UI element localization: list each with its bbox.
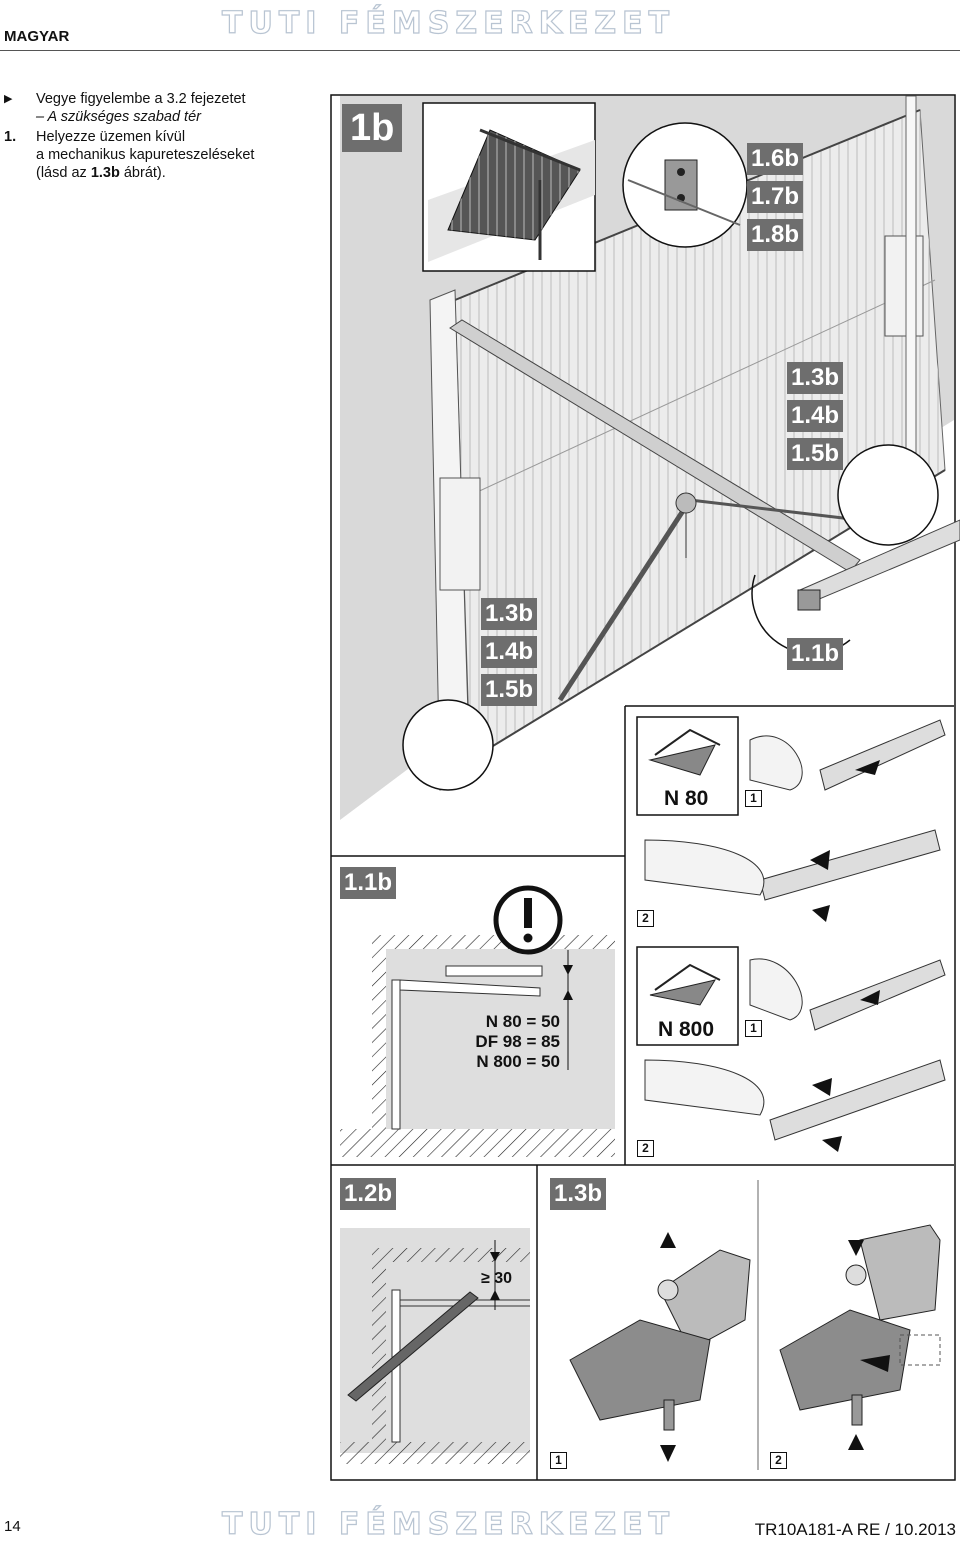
rail-detail-drawings bbox=[636, 716, 946, 1152]
figure-label-1b: 1b bbox=[342, 104, 403, 152]
detail-circle-right bbox=[837, 444, 939, 546]
step-box-1-n800: 1 bbox=[745, 1020, 762, 1037]
figure-frame bbox=[330, 94, 956, 1481]
callout-label-1-6b: 1.6b bbox=[747, 143, 804, 175]
n800-label: N 800 bbox=[658, 1018, 715, 1041]
callout-left-1-4b: 1.4b bbox=[481, 636, 538, 668]
bullet-arrow-icon: ▶ bbox=[4, 93, 13, 105]
bullet-line-2: – A szükséges szabad tér bbox=[36, 109, 201, 125]
detail-circle-left bbox=[402, 699, 494, 791]
callout-right-1-4b: 1.4b bbox=[787, 400, 844, 432]
panel-label-1-2b: 1.2b bbox=[340, 1178, 397, 1210]
panel-label-1-1b: 1.1b bbox=[340, 867, 397, 899]
callout-left-1-3b: 1.3b bbox=[481, 598, 538, 630]
step-box-1-n80: 1 bbox=[745, 790, 762, 807]
bullet-item: ▶ Vegye figyelembe a 3.2 fejezetet – A s… bbox=[4, 90, 322, 126]
panel-1-3b bbox=[569, 1224, 941, 1462]
n80-label: N 80 bbox=[664, 787, 709, 810]
figure-ref: 1.3b bbox=[90, 165, 120, 181]
bullet-line-1: Vegye figyelembe a 3.2 fejezetet bbox=[36, 91, 246, 107]
document-code: TR10A181-A RE / 10.2013 bbox=[754, 1520, 956, 1539]
page-number: 14 bbox=[4, 1518, 21, 1535]
step-box-2-n800: 2 bbox=[637, 1140, 654, 1157]
step-item: 1. Helyezze üzemen kívül a mechanikus ka… bbox=[4, 128, 322, 182]
measure-df98: DF 98 = 85 bbox=[475, 1032, 560, 1051]
measure-min-30: ≥ 30 bbox=[480, 1270, 512, 1287]
footer-brand-watermark: TUTI FÉMSZERKEZET bbox=[221, 1506, 676, 1542]
step-line-3: (lásd az 1.3b ábrát). bbox=[36, 165, 166, 181]
garage-thumbnail bbox=[422, 102, 596, 272]
header-rule bbox=[0, 50, 960, 51]
callout-label-1-8b: 1.8b bbox=[747, 219, 804, 251]
clearance-measurements: N 80 = 50 DF 98 = 85 N 800 = 50 bbox=[430, 1012, 560, 1072]
panel-1-1b bbox=[331, 705, 954, 1165]
language-label: MAGYAR bbox=[4, 28, 70, 45]
step-box-1-lock: 1 bbox=[550, 1452, 567, 1469]
callout-right-1-3b: 1.3b bbox=[787, 362, 844, 394]
panel-label-1-3b: 1.3b bbox=[550, 1178, 607, 1210]
step-box-2-lock: 2 bbox=[770, 1452, 787, 1469]
callout-left-1-5b: 1.5b bbox=[481, 674, 538, 706]
step-number: 1. bbox=[4, 129, 17, 145]
step-box-2-n80: 2 bbox=[637, 910, 654, 927]
callout-rail-1-1b: 1.1b bbox=[787, 638, 844, 670]
measure-n800: N 800 = 50 bbox=[476, 1052, 560, 1071]
callout-right-1-5b: 1.5b bbox=[787, 438, 844, 470]
callout-label-1-7b: 1.7b bbox=[747, 181, 804, 213]
step-line-2: a mechanikus kapureteszeléseket bbox=[36, 147, 255, 163]
brand-watermark: TUTI FÉMSZERKEZET bbox=[221, 5, 676, 41]
panel-1-2b bbox=[340, 1228, 530, 1464]
top-circle-bracket bbox=[627, 159, 741, 226]
instructions: ▶ Vegye figyelembe a 3.2 fejezetet – A s… bbox=[4, 90, 322, 182]
step-line-1: Helyezze üzemen kívül bbox=[36, 129, 186, 145]
measure-n80: N 80 = 50 bbox=[485, 1012, 560, 1031]
